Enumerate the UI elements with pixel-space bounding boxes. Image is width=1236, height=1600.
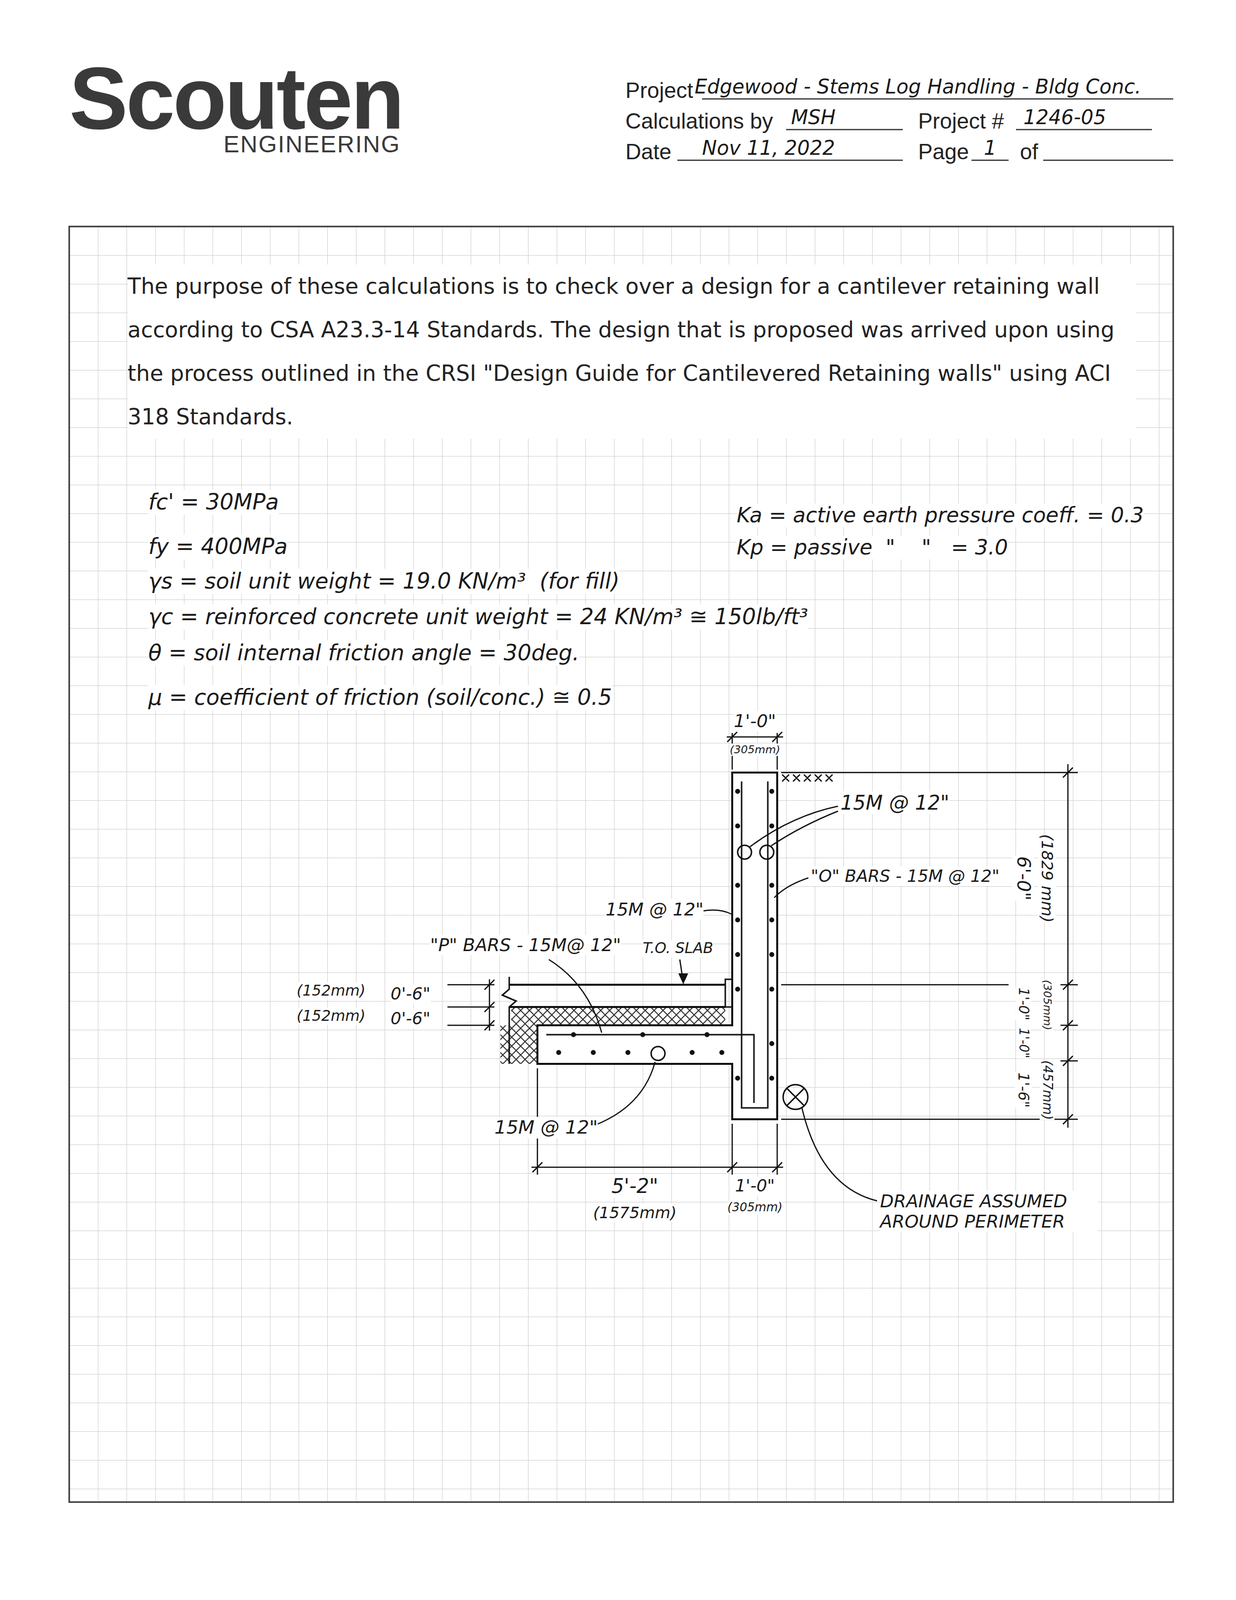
drainage-note: DRAINAGE ASSUMED AROUND PERIMETER: [880, 1190, 1098, 1232]
dimension-text: (457mm): [1039, 1059, 1055, 1120]
design-parameter: fc' = 30MPa: [148, 489, 279, 515]
circled-bars: [651, 844, 808, 1109]
leader-lines: [548, 805, 878, 1201]
design-parameter: μ = coefficient of friction (soil/conc.)…: [148, 684, 613, 710]
company-logo: Scouten: [69, 54, 403, 143]
project-name: Edgewood - Stems Log Handling - Bldg Con…: [694, 75, 1142, 98]
form-field-label: Project #: [918, 108, 1005, 134]
form-field-label: of: [1019, 139, 1039, 165]
author-initials: MSH: [791, 105, 836, 129]
design-parameter: Kp = passive " " = 3.0: [736, 535, 1009, 560]
dimension-text: 1'-0": [733, 710, 776, 731]
design-parameter: Ka = active earth pressure coeff. = 0.3: [736, 503, 1145, 528]
dimension-text: 1'-0": [1015, 1027, 1031, 1059]
design-parameter: γs = soil unit weight = 19.0 KN/m³ (for …: [148, 568, 620, 594]
form-field-label: Date: [625, 139, 672, 165]
form-field-label: Project: [625, 78, 694, 104]
dimension-text: (152mm): [296, 981, 366, 1000]
level-note: T.O. SLAB: [642, 939, 714, 957]
date-value: Nov 11, 2022: [702, 136, 836, 160]
dimension-text: 0'-6": [390, 983, 431, 1004]
design-parameter: γc = reinforced concrete unit weight = 2…: [148, 604, 808, 630]
project-number: 1246-05: [1023, 105, 1106, 129]
dimension-text: (305mm): [1040, 979, 1054, 1030]
design-parameter: fy = 400MPa: [148, 533, 288, 560]
page-number: 1: [983, 136, 997, 160]
design-parameter: θ = soil internal friction angle = 30deg…: [148, 640, 580, 666]
dimension-text: 1'-6": [1015, 1071, 1033, 1107]
dimension-text: 5'-2": [611, 1174, 659, 1197]
dimension-text: 1'-0": [735, 1175, 776, 1195]
rebar-callout: 15M @ 12": [605, 898, 704, 920]
dimension-text: (152mm): [296, 1007, 366, 1025]
dimension-text: (1575mm): [593, 1203, 677, 1222]
form-field-label: Page: [918, 139, 970, 165]
grid-frame: [69, 226, 1174, 1502]
arrowhead: [678, 972, 689, 984]
dimension-text: 1'-0": [1015, 987, 1032, 1020]
dimension-text: 0'-6": [390, 1008, 431, 1028]
dimension-text: (305mm): [727, 1200, 783, 1215]
purpose-note: The purpose of these calculations is to …: [127, 264, 1137, 439]
company-subtitle: ENGINEERING: [223, 130, 401, 158]
rebar-callout: "P" BARS - 15M@ 12": [430, 934, 621, 955]
dimension-text: (305mm): [729, 743, 781, 756]
dimension-text: 6'-0": [1012, 855, 1035, 901]
rebar-callout: 15M @ 12": [494, 1116, 598, 1139]
form-field-label: Calculations by: [625, 108, 773, 134]
rebar-callout: 15M @ 12": [840, 791, 950, 814]
dimension-text: (1829 mm): [1038, 834, 1057, 923]
rebar-callout: "O" BARS - 15M @ 12": [810, 866, 1000, 886]
